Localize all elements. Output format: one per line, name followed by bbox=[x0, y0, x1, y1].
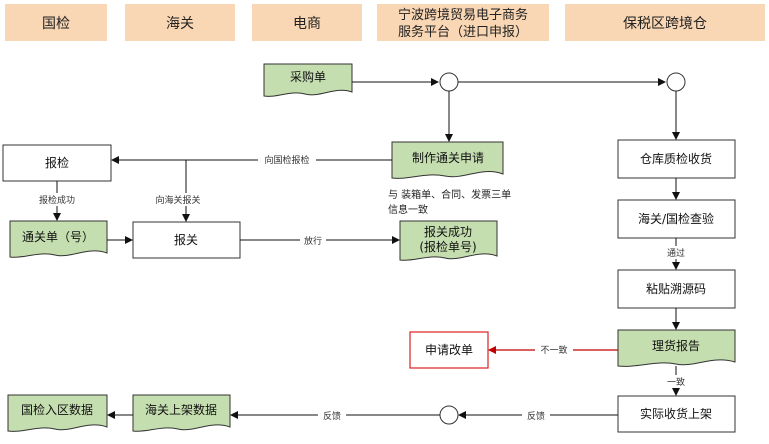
report-success-label-1: 报关成功 bbox=[424, 224, 472, 239]
note-match-line2: 信息一致 bbox=[388, 203, 428, 216]
customs-shelf-data-label: 海关上架数据 bbox=[145, 402, 217, 417]
node-inspection-report: 报检 bbox=[2, 144, 112, 182]
lane-header-guojian: 国检 bbox=[5, 4, 107, 41]
node-customs-report: 报关 bbox=[132, 221, 241, 259]
make-declaration-label: 制作通关申请 bbox=[412, 151, 484, 165]
lane-label-haiguan: 海关 bbox=[166, 16, 194, 32]
junction-circle-warehouse bbox=[666, 72, 686, 92]
purchase-order-label: 采购单 bbox=[290, 69, 326, 84]
lane-header-dianshang: 电商 bbox=[252, 4, 362, 41]
label-inspection-success: 报检成功 bbox=[39, 194, 75, 206]
label-pass: 通过 bbox=[667, 247, 685, 259]
warehouse-inspection-label: 仓库质检收货 bbox=[640, 151, 712, 166]
node-warehouse-inspection: 仓库质检收货 bbox=[617, 139, 736, 179]
lane-label-platform-line2: 服务平台（进口申报） bbox=[398, 24, 528, 40]
tally-report-label: 理货报告 bbox=[652, 338, 700, 353]
lane-label-warehouse: 保税区跨境仓 bbox=[623, 16, 707, 32]
node-clearance-form: 通关单（号） bbox=[9, 220, 108, 258]
paste-trace-label: 粘贴溯源码 bbox=[646, 281, 706, 296]
lane-header-platform: 宁波跨境贸易电子商务 服务平台（进口申报） bbox=[377, 4, 549, 41]
inspection-report-label: 报检 bbox=[45, 155, 69, 170]
junction-circle-feedback bbox=[439, 405, 459, 425]
apply-change-label: 申请改单 bbox=[425, 343, 473, 357]
customs-check-label: 海关/国检查验 bbox=[638, 211, 714, 226]
ciq-entry-data-label: 国检入区数据 bbox=[21, 402, 93, 417]
node-actual-shelving: 实际收货上架 bbox=[617, 395, 736, 433]
customs-report-label: 报关 bbox=[174, 232, 198, 247]
actual-shelving-label: 实际收货上架 bbox=[640, 406, 712, 421]
clearance-form-label: 通关单（号） bbox=[22, 230, 94, 244]
node-customs-shelf-data: 海关上架数据 bbox=[132, 394, 231, 432]
lane-header-haiguan: 海关 bbox=[125, 4, 235, 41]
node-purchase-order: 采购单 bbox=[263, 63, 353, 97]
note-match-line1: 与 装箱单、合同、发票三单 bbox=[388, 188, 511, 201]
label-to-customs: 向海关报关 bbox=[155, 194, 200, 206]
junction-circle-platform bbox=[439, 72, 459, 92]
report-success-label-2: (报检单号) bbox=[419, 239, 476, 254]
node-paste-trace: 粘贴溯源码 bbox=[617, 269, 736, 309]
label-consistent: 一致 bbox=[667, 376, 685, 388]
node-apply-change: 申请改单 bbox=[409, 331, 489, 369]
lane-label-platform-line1: 宁波跨境贸易电子商务 bbox=[398, 7, 528, 23]
label-feedback-2: 反馈 bbox=[323, 410, 341, 422]
lane-header-warehouse: 保税区跨境仓 bbox=[565, 4, 765, 41]
label-inconsistent: 不一致 bbox=[540, 344, 567, 356]
node-report-success: 报关成功 (报检单号) bbox=[399, 220, 498, 261]
label-to-inspection: 向国检报检 bbox=[264, 154, 309, 166]
node-ciq-entry-data: 国检入区数据 bbox=[7, 394, 108, 432]
node-customs-check: 海关/国检查验 bbox=[617, 199, 736, 239]
label-feedback-1: 反馈 bbox=[527, 410, 545, 422]
lane-label-guojian: 国检 bbox=[42, 16, 70, 32]
node-make-declaration: 制作通关申请 bbox=[391, 141, 504, 179]
lane-label-dianshang: 电商 bbox=[293, 16, 321, 32]
label-release: 放行 bbox=[304, 235, 322, 247]
node-tally-report: 理货报告 bbox=[617, 329, 736, 367]
